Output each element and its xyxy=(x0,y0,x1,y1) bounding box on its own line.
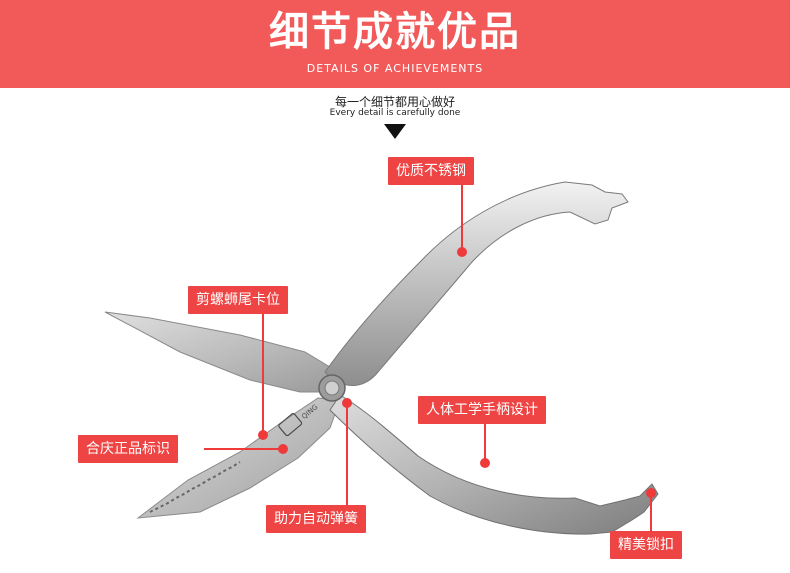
callout-lock-line xyxy=(650,492,652,531)
callout-tail-lock-line xyxy=(262,314,264,434)
header-banner: 细节成就优品 DETAILS OF ACHIEVEMENTS xyxy=(0,0,790,88)
callout-tail-lock: 剪螺蛳尾卡位 xyxy=(188,286,288,314)
callout-handle-text: 人体工学手柄设计 xyxy=(426,402,538,418)
callout-lock-text: 精美锁扣 xyxy=(618,537,674,553)
callout-brand-mark-text: 合庆正品标识 xyxy=(86,441,170,457)
down-arrow-icon xyxy=(384,124,406,139)
callout-spring: 助力自动弹簧 xyxy=(266,505,366,533)
callout-handle: 人体工学手柄设计 xyxy=(418,396,546,424)
callout-handle-dot xyxy=(480,458,490,468)
callout-brand-mark: 合庆正品标识 xyxy=(78,435,178,463)
callout-lock-dot xyxy=(646,488,656,498)
callout-handle-line xyxy=(484,424,486,462)
callout-material-dot xyxy=(457,247,467,257)
tagline-chinese: 每一个细节都用心做好 xyxy=(334,95,455,109)
callout-lock: 精美锁扣 xyxy=(610,531,682,559)
callout-tail-lock-dot xyxy=(258,430,268,440)
tagline-english: Every detail is carefully done xyxy=(329,108,461,118)
callout-spring-text: 助力自动弹簧 xyxy=(274,511,358,527)
callout-brand-mark-dot xyxy=(278,444,288,454)
callout-brand-mark-line xyxy=(204,448,280,450)
banner-subtitle: DETAILS OF ACHIEVEMENTS xyxy=(306,62,484,75)
callout-material: 优质不锈钢 xyxy=(388,157,474,185)
callout-spring-dot xyxy=(342,398,352,408)
callout-material-text: 优质不锈钢 xyxy=(396,163,466,179)
callout-spring-line xyxy=(346,402,348,505)
banner-title: 细节成就优品 xyxy=(269,9,521,55)
callout-material-line xyxy=(461,185,463,251)
callout-tail-lock-text: 剪螺蛳尾卡位 xyxy=(196,292,280,308)
